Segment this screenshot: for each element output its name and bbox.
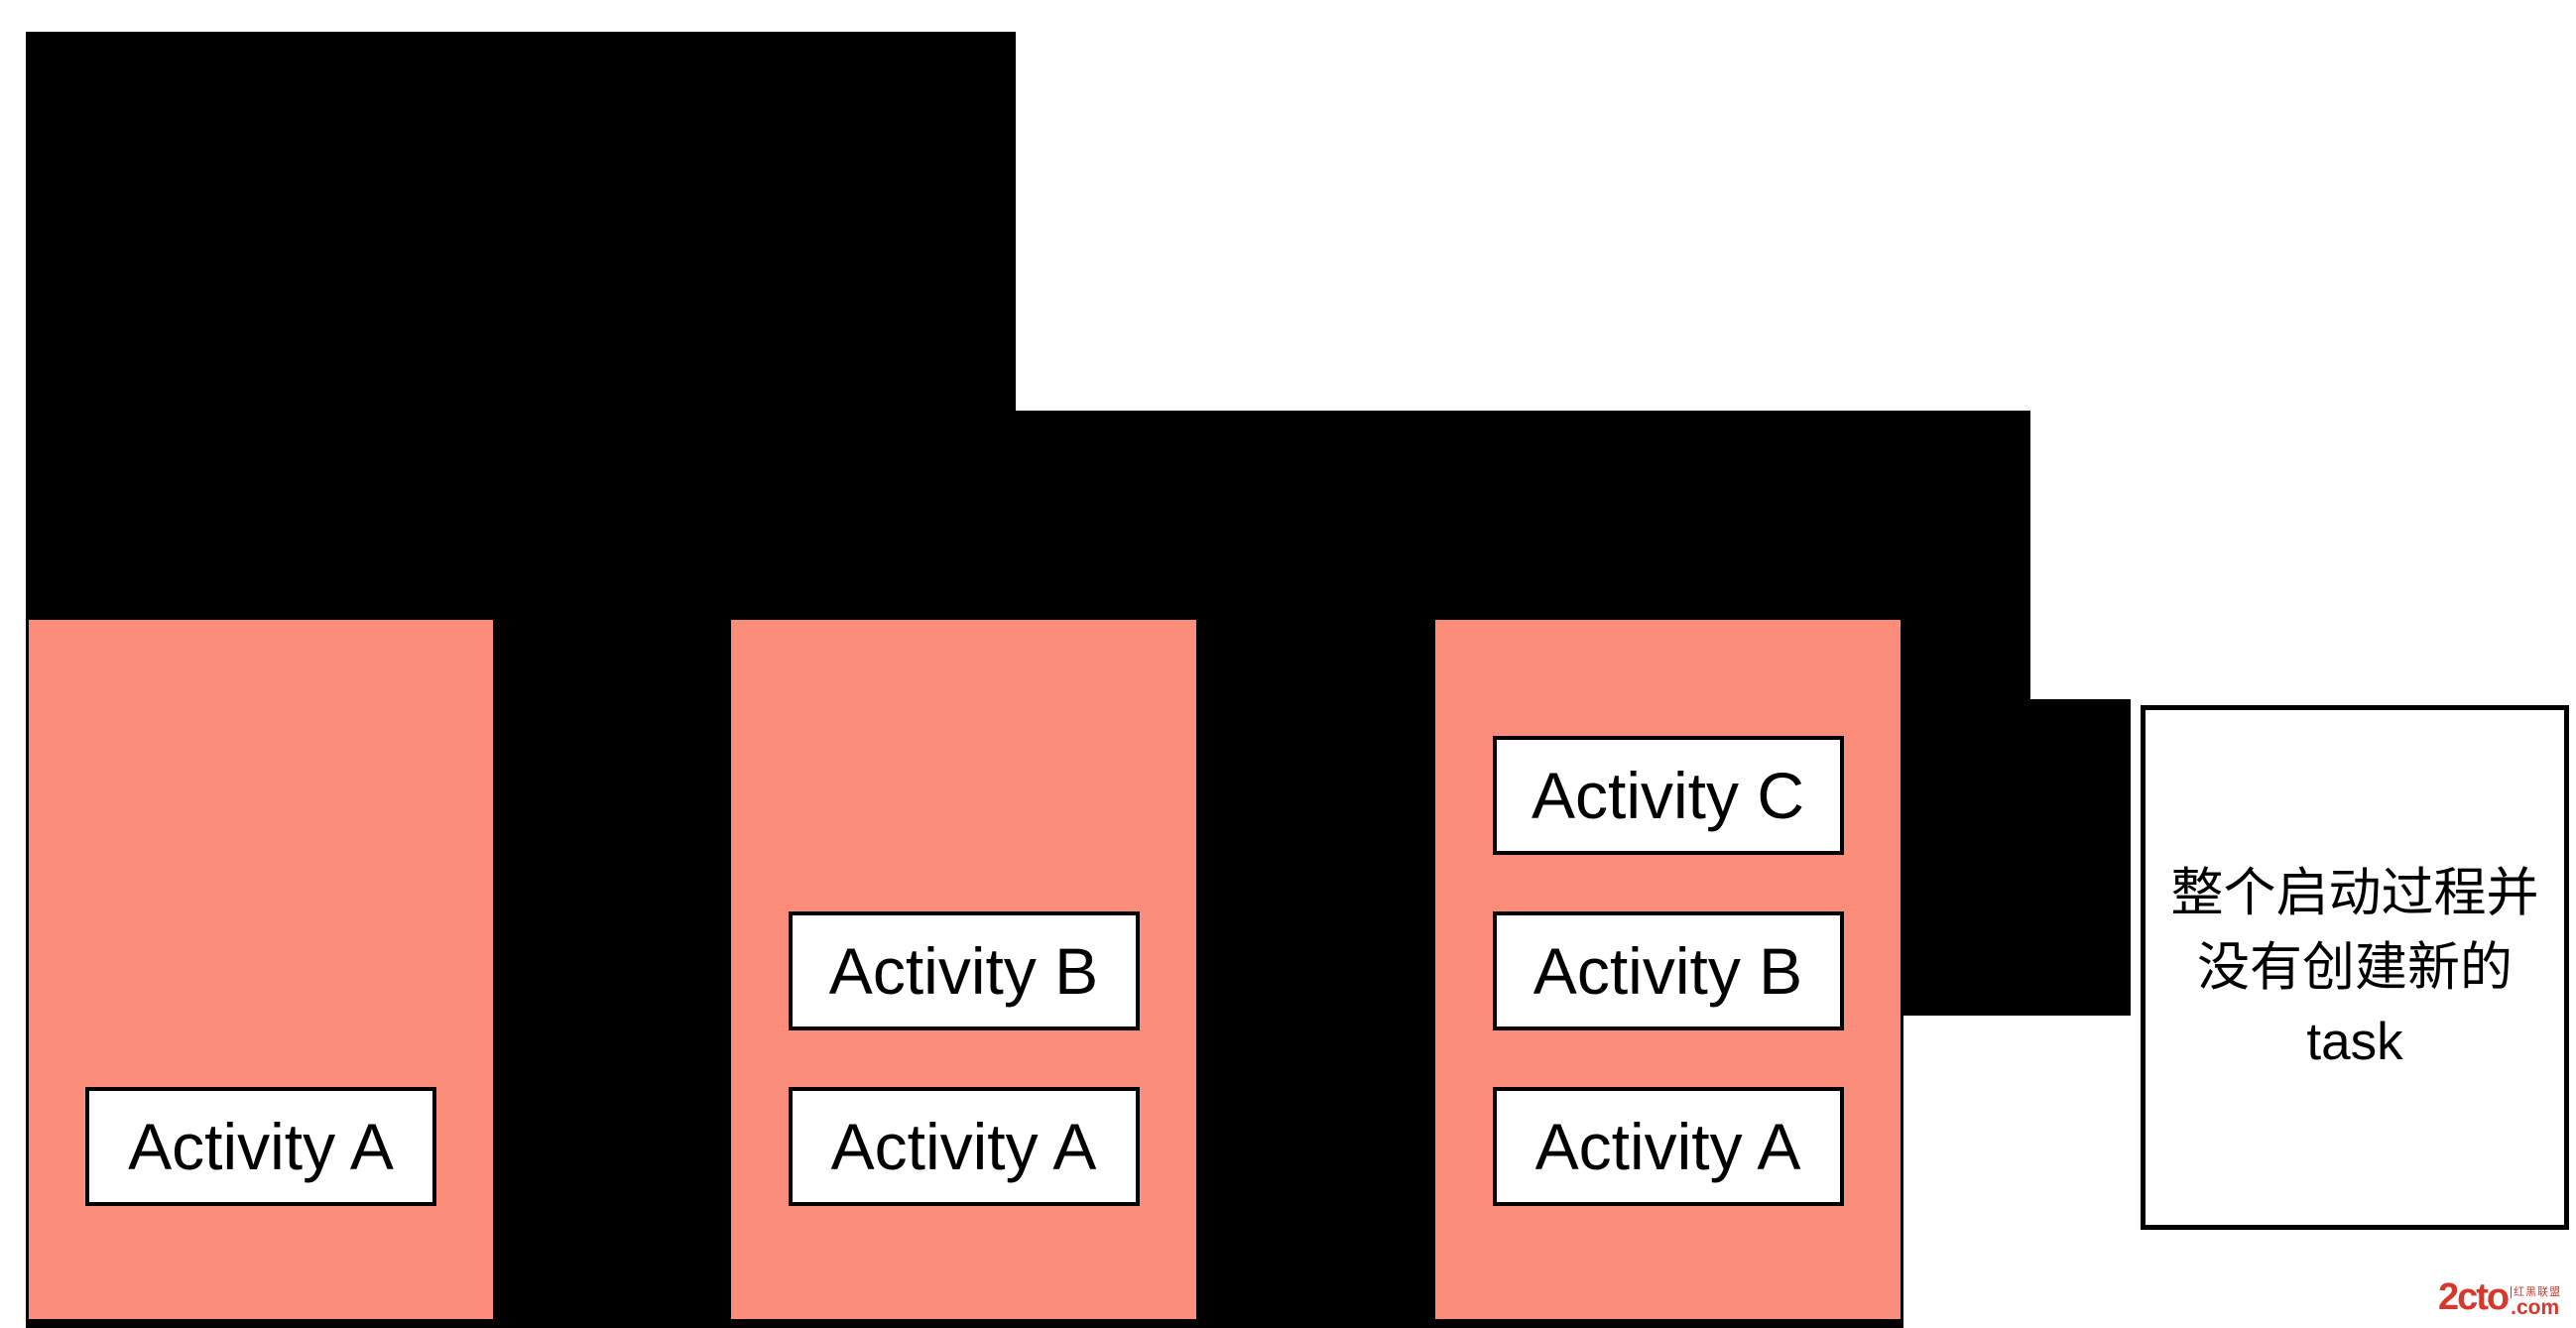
activity-box-task1-a: Activity A	[85, 1087, 436, 1206]
activity-box-task3-c: Activity C	[1492, 736, 1844, 855]
activity-box-task2-b: Activity B	[788, 911, 1140, 1030]
activity-label: Activity B	[1533, 934, 1803, 1008]
activity-box-task3-a: Activity A	[1492, 1087, 1844, 1206]
task-column-1: Activity A	[29, 620, 493, 1319]
annotation-line-1: 整个启动过程并	[2170, 864, 2539, 922]
activity-label: Activity B	[828, 934, 1099, 1008]
watermark: 2cto 红黑联盟 .com	[2438, 1277, 2561, 1318]
task-column-3: Activity C Activity B Activity A	[1435, 620, 1901, 1319]
watermark-right-block: 红黑联盟 .com	[2511, 1277, 2561, 1318]
activity-box-task3-b: Activity B	[1492, 911, 1844, 1030]
annotation-box: 整个启动过程并 没有创建新的 task	[2141, 705, 2569, 1230]
stack-background-right-notch	[2030, 699, 2131, 1016]
activity-label: Activity A	[128, 1110, 394, 1183]
activity-label: Activity A	[830, 1110, 1097, 1183]
activity-label: Activity C	[1531, 759, 1805, 832]
watermark-logo: 2cto	[2438, 1276, 2510, 1318]
activity-label: Activity A	[1534, 1110, 1801, 1183]
watermark-domain: .com	[2511, 1296, 2560, 1319]
activity-box-task2-a: Activity A	[788, 1087, 1140, 1206]
annotation-line-2: 没有创建新的	[2197, 938, 2513, 997]
watermark-tagline: 红黑联盟	[2511, 1286, 2561, 1298]
annotation-line-3: task	[2306, 1013, 2403, 1071]
task-column-2: Activity B Activity A	[731, 620, 1196, 1319]
